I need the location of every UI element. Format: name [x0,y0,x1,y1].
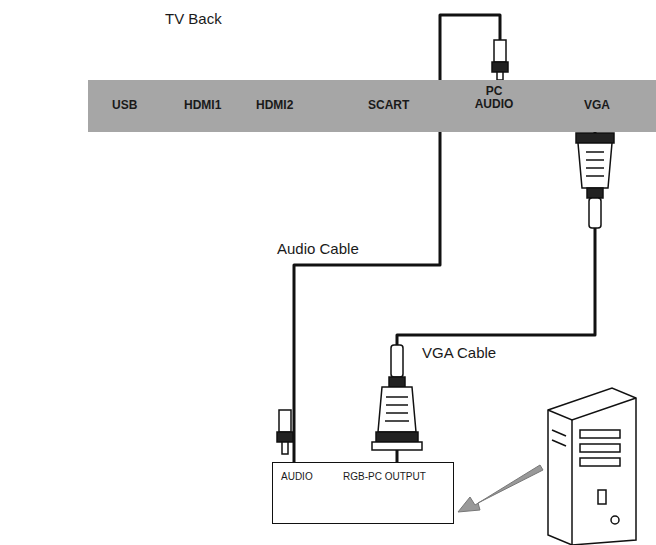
audio-plug-pc [277,410,293,454]
port-label: RGB-PC OUTPUT [343,471,426,482]
pointer-arrow [458,465,543,512]
port-label: HDMI2 [256,98,293,112]
port-label: USB [112,98,137,112]
port-label: AUDIO [281,471,313,482]
cable-label: Audio Cable [275,240,361,257]
vga-plug-tv [576,133,614,228]
pc-output-panel: AUDIO RGB-PC OUTPUT [272,462,454,524]
port-label: SCART [368,98,409,112]
cable-label: VGA Cable [420,344,498,361]
port-label: VGA [584,98,610,112]
port-label: PC AUDIO [470,85,518,111]
audio-plug-top [492,40,508,80]
pc-tower [548,388,636,545]
tv-back-panel: TV BackUSBHDMI1HDMI2SCARTPC AUDIOVGA [88,80,656,132]
port-label: HDMI1 [184,98,221,112]
panel-title: TV Back [165,10,222,27]
vga-plug-pc [372,345,422,450]
